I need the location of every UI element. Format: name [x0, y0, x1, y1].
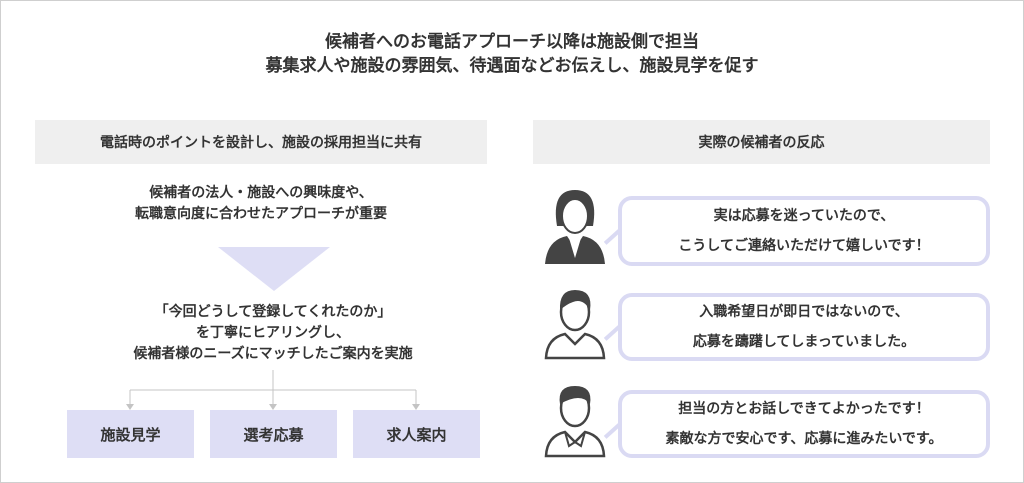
text-line: 入職希望日が即日ではないので、	[699, 304, 909, 320]
text-line: 転職意向度に合わせたアプローチが重要	[135, 206, 387, 222]
option-job-info: 求人案内	[353, 410, 480, 458]
page-title: 候補者へのお電話アプローチ以降は施設側で担当 募集求人や施設の雰囲気、待遇面など…	[0, 30, 1024, 78]
text-line: こうしてご連絡いただけて嬉しいです！	[678, 238, 930, 254]
man-shirt-avatar-icon	[544, 386, 606, 458]
right-header: 実際の候補者の反応	[533, 120, 990, 164]
woman-avatar-icon	[545, 190, 605, 264]
down-arrow-icon	[218, 247, 330, 291]
reaction-bubble: 入職希望日が即日ではないので、 応募を躊躇してしまっていました。	[618, 293, 990, 361]
reaction-bubble: 実は応募を迷っていたので、 こうしてご連絡いただけて嬉しいです！	[618, 196, 990, 266]
text-line: 応募を躊躇してしまっていました。	[692, 334, 916, 350]
man-avatar-icon	[544, 290, 606, 360]
option-application: 選考応募	[210, 410, 337, 458]
text-line: 候補者様のニーズにマッチしたご案内を実施	[133, 346, 413, 362]
left-header: 電話時のポイントを設計し、施設の採用担当に共有	[35, 120, 487, 164]
text-line: を丁寧にヒアリングし、	[196, 325, 350, 341]
hearing-text: 「今回どうして登録してくれたのか」 を丁寧にヒアリングし、 候補者様のニーズにマ…	[35, 302, 511, 365]
text-line: 実は応募を迷っていたので、	[713, 208, 895, 224]
point-text: 候補者の法人・施設への興味度や、 転職意向度に合わせたアプローチが重要	[35, 183, 487, 225]
title-line: 候補者へのお電話アプローチ以降は施設側で担当	[325, 32, 699, 52]
reaction-bubble: 担当の方とお話しできてよかったです！ 素敵な方で安心です、応募に進みたいです。	[618, 390, 990, 458]
option-facility-tour: 施設見学	[67, 410, 194, 458]
text-line: 「今回どうして登録してくれたのか」	[154, 304, 392, 320]
text-line: 素敵な方で安心です、応募に進みたいです。	[665, 431, 943, 447]
branch-connector	[126, 370, 420, 410]
text-line: 担当の方とお話しできてよかったです！	[678, 401, 930, 417]
text-line: 候補者の法人・施設への興味度や、	[149, 185, 373, 201]
title-line: 募集求人や施設の雰囲気、待遇面などお伝えし、施設見学を促す	[265, 56, 759, 76]
